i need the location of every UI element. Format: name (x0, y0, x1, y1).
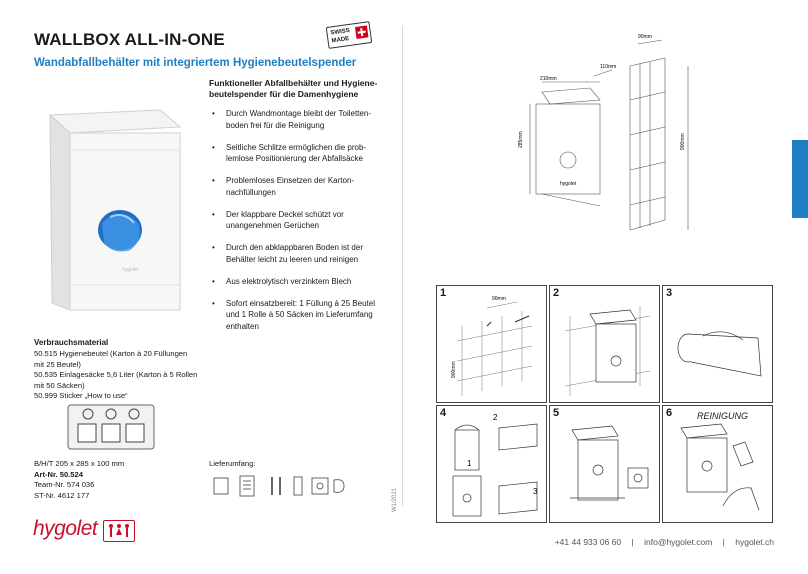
spec-dimensions: B/H/T 205 x 285 x 100 mm (34, 459, 125, 468)
consumable-line: mit 50 Säcken) (34, 380, 85, 390)
step-number: 4 (440, 407, 447, 419)
step5-illustration (570, 425, 649, 501)
footer-separator: | (722, 537, 725, 547)
step-number: 5 (553, 407, 560, 419)
step-number: 2 (553, 287, 560, 299)
restroom-symbols-icon (103, 520, 135, 542)
cleaning-label: REINIGUNG (697, 411, 749, 421)
consumable-line: 50.515 Hygienebeutel (Karton à 20 Füllun… (34, 349, 188, 358)
features-list: Durch Wandmontage bleibt der Toiletten-b… (209, 108, 387, 343)
step4-illustration: 1 2 3 (452, 413, 538, 517)
step-panel-5: 5 (549, 405, 660, 523)
contact-footer: +41 44 933 06 60 | info@hygolet.com | hy… (551, 537, 778, 547)
step-number: 6 (666, 407, 673, 419)
step-number: 1 (440, 287, 447, 299)
column-divider (402, 26, 403, 506)
feature-item: Seitliche Schlitze ermöglichen die prob-… (209, 142, 387, 165)
drawing-box-label: hygolet (560, 181, 577, 187)
version-code: W1/2021 (392, 487, 398, 512)
feature-item: Aus elektrolytisch verzinktem Blech (209, 276, 387, 288)
consumables-heading: Verbrauchsmaterial (34, 338, 109, 347)
step4-arrow-1: 1 (467, 459, 472, 468)
swiss-flag-icon (354, 25, 369, 39)
step3-illustration (677, 331, 762, 377)
step-panel-1: 1 90mm 900mm (436, 285, 547, 403)
step-panel-4: 4 1 2 3 (436, 405, 547, 523)
step-panel-6: 6 (662, 405, 773, 523)
feature-item: Durch Wandmontage bleibt der Toiletten-b… (209, 108, 387, 131)
dim-210: 210mm (540, 76, 557, 82)
footer-web[interactable]: hygolet.ch (735, 537, 774, 547)
dim-285: 285mm (518, 131, 524, 148)
features-heading: Funktioneller Abfallbehälter und Hygiene… (209, 78, 378, 99)
accent-tab (792, 140, 808, 218)
feature-item: Der klappbare Deckel schützt vor unangen… (209, 209, 387, 232)
footer-separator: | (631, 537, 634, 547)
step-number: 3 (666, 287, 673, 299)
hygolet-logo: hygolet (33, 517, 98, 540)
feature-item: Problemloses Einsetzen der Karton-nachfü… (209, 175, 387, 198)
swiss-made-badge: SWISS MADE (325, 21, 373, 49)
spec-article: Art-Nr. 50.524 (34, 469, 83, 479)
feature-item: Durch den abklappbaren Boden ist der Beh… (209, 242, 387, 265)
spec-st: ST-Nr. 4612 177 (34, 490, 90, 500)
dim-110: 110mm (600, 64, 616, 70)
product-image: hygolet (48, 109, 182, 311)
step-panel-2: 2 (549, 285, 660, 403)
step4-arrow-3: 3 (533, 487, 538, 496)
dim-900: 900mm (680, 133, 686, 150)
dim-90: 90mm (638, 34, 652, 40)
step-panel-3: 3 (662, 285, 773, 403)
step2-illustration (564, 306, 651, 396)
consumables-list: 50.515 Hygienebeutel (Karton à 20 Füllun… (34, 349, 204, 402)
specifications: B/H/T 205 x 285 x 100 mm Art-Nr. 50.524 … (34, 459, 124, 501)
page-subtitle: Wandabfallbehälter mit integriertem Hygi… (34, 57, 357, 69)
consumable-line: mit 25 Beutel) (34, 359, 81, 369)
delivery-label: Lieferumfang: (209, 459, 256, 468)
step4-arrow-2: 2 (493, 413, 498, 422)
step6-illustration (680, 423, 760, 511)
footer-phone: +41 44 933 06 60 (554, 537, 622, 547)
consumable-line: 50.535 Einlagesäcke 5,6 Liter (Karton à … (34, 370, 198, 379)
product-label: hygolet (122, 267, 139, 273)
feature-item: Sofort einsatzbereit: 1 Füllung à 25 Beu… (209, 298, 387, 333)
footer-email[interactable]: info@hygolet.com (644, 537, 713, 547)
spec-team: Team-Nr. 574 036 (34, 480, 95, 489)
step1-dim-90: 90mm (492, 296, 506, 302)
page-title: WALLBOX ALL-IN-ONE (34, 30, 225, 49)
how-to-use-sticker (67, 404, 155, 450)
delivery-items (213, 475, 345, 497)
step1-dim-900: 900mm (451, 361, 457, 378)
technical-drawing: 210mm 110mm 90mm 285mm 900mm hygolet (518, 34, 689, 231)
step1-illustration: 90mm 900mm (451, 296, 533, 396)
consumable-line: 50.999 Sticker „How to use“ (34, 391, 128, 400)
